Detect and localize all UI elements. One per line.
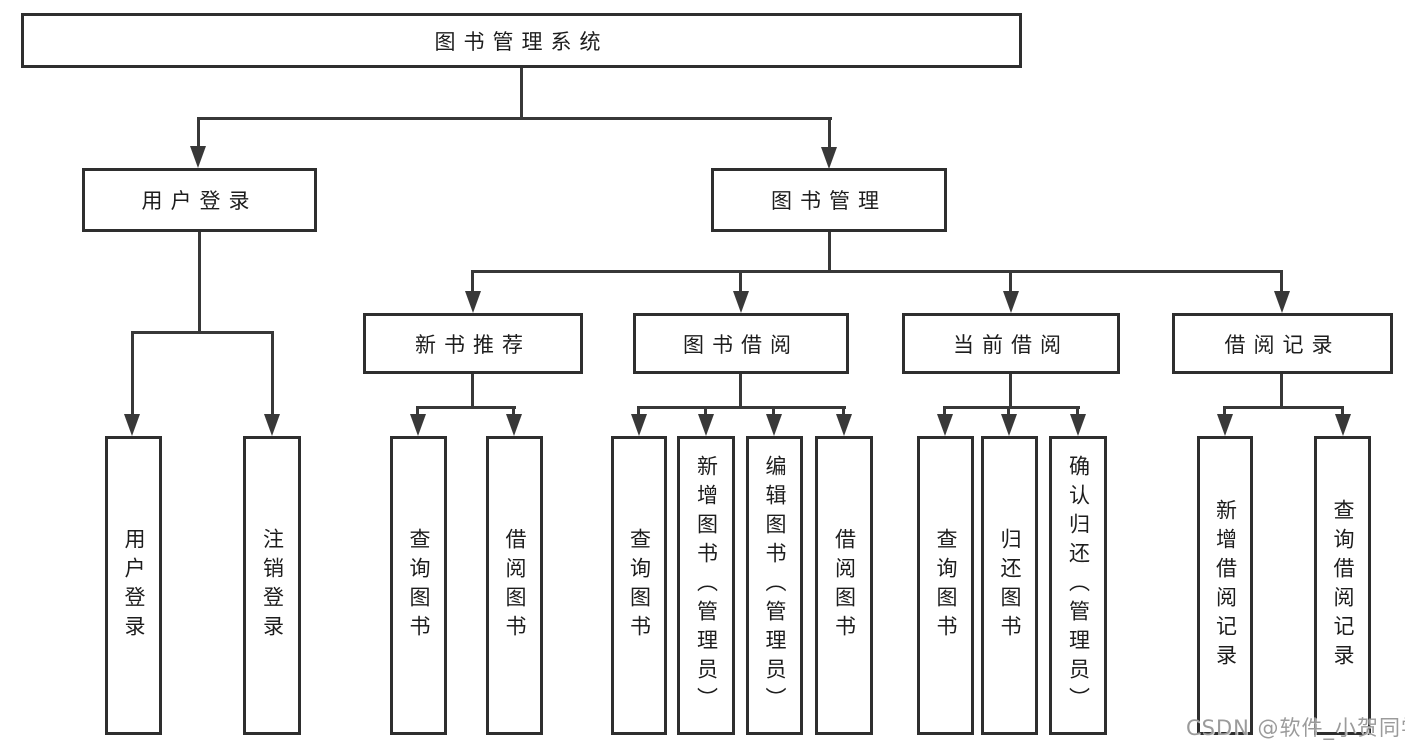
node-user-login: 用户登录 [82,168,317,232]
leaf-edit-books-admin-label: 编辑图书（管理员） [763,455,787,716]
arrowhead-icon [821,147,837,169]
connector-drop-leaf [1007,406,1010,418]
arrowhead-icon [410,414,426,436]
leaf-edit-books-admin: 编辑图书（管理员） [746,436,803,735]
connector-drop-leaf [842,406,845,418]
node-borrowing-records-label: 借阅记录 [1224,332,1341,357]
connector-user-login-bar [131,331,274,334]
arrowhead-icon [1070,414,1086,436]
connector-root-stem [520,68,523,119]
arrowhead-icon [698,414,714,436]
arrowhead-icon [1217,414,1233,436]
connector-drop-leaf [512,406,515,418]
node-book-management: 图书管理 [711,168,947,232]
node-root-label: 图书管理系统 [434,29,609,54]
arrowhead-icon [1335,414,1351,436]
arrowhead-icon [733,291,749,313]
csdn-watermark: CSDN @软件_小贺同学 [1186,716,1405,740]
leaf-query-books-borrowing-label: 查询图书 [627,527,652,644]
arrowhead-icon [264,414,280,436]
connector-drop-book-management [828,117,831,148]
connector-book-management-bar [471,270,1283,273]
leaf-confirm-return-admin: 确认归还（管理员） [1049,436,1107,735]
leaf-return-books: 归还图书 [981,436,1038,735]
node-new-book-recommend: 新书推荐 [363,313,583,374]
connector-drop-leaf [1223,406,1226,418]
arrowhead-icon [1274,291,1290,313]
leaf-query-books-borrowing: 查询图书 [611,436,667,735]
connector-borrowing-records-stem [1280,374,1283,409]
leaf-query-books-recommend-label: 查询图书 [407,527,431,644]
connector-drop-leaf [943,406,946,418]
connector-drop-level3 [471,270,474,294]
connector-book-borrowing-stem [739,374,742,409]
node-current-borrowing: 当前借阅 [902,313,1120,374]
leaf-return-books-label: 归还图书 [998,527,1022,644]
node-borrowing-records: 借阅记录 [1172,313,1393,374]
node-user-login-label: 用户登录 [141,189,258,213]
connector-drop-level3 [739,270,742,294]
arrowhead-icon [766,414,782,436]
connector-new-book-stem [471,374,474,409]
leaf-confirm-return-admin-label: 确认归还（管理员） [1066,455,1091,716]
leaf-borrow-books-recommend: 借阅图书 [486,436,543,735]
leaf-add-borrow-record: 新增借阅记录 [1197,436,1253,735]
node-new-book-recommend-label: 新书推荐 [415,332,531,357]
connector-drop-leaf [1076,406,1079,418]
leaf-query-borrow-record: 查询借阅记录 [1314,436,1371,735]
connector-drop-level3 [1009,270,1012,294]
arrowhead-icon [124,414,140,436]
connector-drop-leaf [1341,406,1344,418]
connector-root-bar [197,117,832,120]
connector-drop-leaf [704,406,707,418]
arrowhead-icon [190,146,206,168]
connector-user-login-stem [198,232,201,334]
arrowhead-icon [1001,414,1017,436]
arrowhead-icon [631,414,647,436]
leaf-borrow-books-borrowing-label: 借阅图书 [832,527,857,644]
arrowhead-icon [836,414,852,436]
leaf-borrow-books-recommend-label: 借阅图书 [503,527,527,644]
connector-drop-leaf [772,406,775,418]
leaf-add-books-admin-label: 新增图书（管理员） [694,455,719,716]
arrowhead-icon [465,291,481,313]
connector-drop-leaf [416,406,419,418]
connector-drop-leaf [637,406,640,418]
leaf-query-books-current: 查询图书 [917,436,974,735]
leaf-logout-label: 注销登录 [260,527,285,644]
connector-drop-user-login [197,117,200,148]
connector-current-borrowing-bar [943,406,1080,409]
leaf-add-borrow-record-label: 新增借阅记录 [1213,498,1238,673]
leaf-user-login-label: 用户登录 [122,527,146,644]
connector-book-borrowing-bar [637,406,846,409]
node-root: 图书管理系统 [21,13,1022,68]
node-book-management-label: 图书管理 [771,189,887,213]
node-current-borrowing-label: 当前借阅 [953,332,1069,357]
leaf-logout: 注销登录 [243,436,301,735]
arrowhead-icon [1003,291,1019,313]
connector-drop-leaf [131,331,134,416]
node-book-borrowing: 图书借阅 [633,313,849,374]
connector-borrowing-records-bar [1223,406,1344,409]
connector-drop-level3 [1280,270,1283,294]
leaf-query-borrow-record-label: 查询借阅记录 [1331,498,1355,673]
arrowhead-icon [937,414,953,436]
arrowhead-icon [506,414,522,436]
connector-current-borrowing-stem [1009,374,1012,409]
node-book-borrowing-label: 图书借阅 [683,332,799,357]
leaf-add-books-admin: 新增图书（管理员） [677,436,735,735]
leaf-borrow-books-borrowing: 借阅图书 [815,436,873,735]
leaf-query-books-recommend: 查询图书 [390,436,447,735]
connector-drop-leaf [271,331,274,416]
connector-book-management-stem [828,232,831,273]
leaf-query-books-current-label: 查询图书 [934,527,958,644]
connector-new-book-bar [416,406,516,409]
leaf-user-login: 用户登录 [105,436,162,735]
